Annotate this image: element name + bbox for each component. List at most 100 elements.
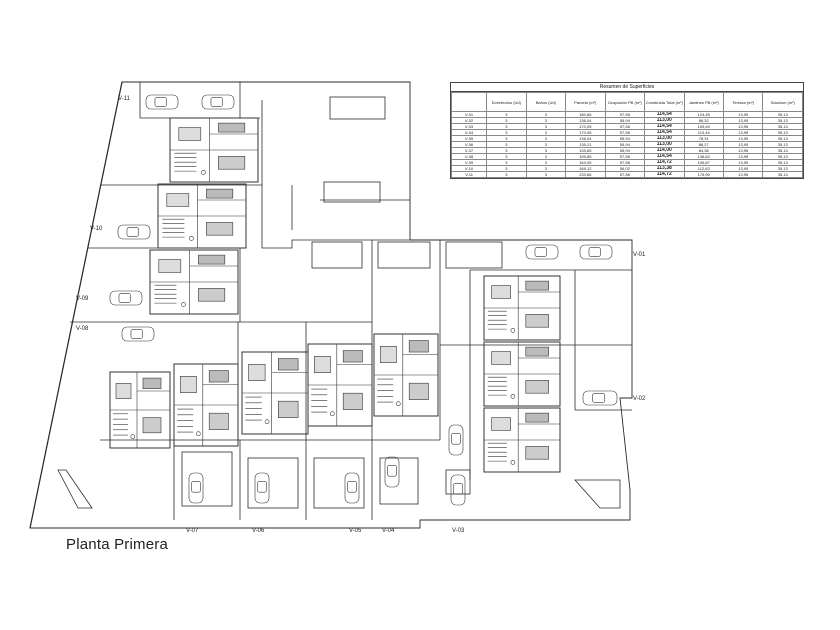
table-header-7: Terraza (m²): [722, 92, 764, 112]
bed: [525, 346, 549, 357]
table-header-1: Dormitorios (Ud): [486, 92, 527, 112]
car-roof: [210, 97, 223, 107]
bed: [380, 345, 397, 363]
bed: [248, 363, 266, 381]
bed: [166, 193, 190, 207]
unit-label: V-09: [76, 296, 89, 302]
terrace: [247, 457, 299, 509]
fixture: [181, 302, 186, 307]
terrace: [181, 451, 233, 507]
fixture: [196, 431, 201, 437]
bed: [158, 259, 182, 273]
car-icon: [582, 390, 618, 406]
bed: [208, 412, 229, 430]
car-roof: [126, 227, 139, 237]
bed: [408, 382, 429, 400]
fixture: [510, 460, 516, 465]
car-roof: [118, 293, 131, 303]
plot-line: [100, 184, 410, 249]
table-header-5: Construida Total (m²): [644, 92, 685, 112]
bed: [491, 417, 511, 431]
car-roof: [154, 97, 167, 107]
car-icon: [188, 472, 204, 504]
house-plans: [109, 117, 561, 473]
page-title: Planta Primera: [66, 536, 169, 553]
car-icon: [117, 224, 151, 240]
table-header-6: Jardines PB (m²): [683, 92, 725, 112]
bed: [525, 380, 549, 394]
car-roof: [588, 247, 601, 257]
bed: [525, 314, 549, 328]
unit-label: V-10: [90, 226, 103, 232]
bed: [198, 288, 226, 302]
bed: [115, 383, 132, 399]
table-title: Resumen de Superficies: [451, 83, 803, 92]
table-cell: 35,13: [762, 171, 803, 178]
garden-wedge: [574, 479, 621, 509]
terrace: [311, 241, 363, 269]
unit-labels: V-01V-02V-03V-04V-05V-06V-07V-08V-09V-10…: [76, 96, 646, 534]
car-roof: [534, 247, 547, 257]
bed: [206, 188, 234, 199]
car-roof: [451, 433, 461, 445]
terrace: [379, 457, 419, 505]
bed: [178, 127, 202, 141]
table-cell: 13,95: [722, 171, 764, 178]
table-cell: 3: [525, 171, 567, 178]
terrace: [445, 241, 503, 269]
car-icon: [450, 474, 466, 506]
car-icon: [448, 424, 464, 456]
car-roof: [387, 465, 397, 477]
bed: [408, 340, 429, 353]
bed: [491, 351, 511, 365]
bed: [342, 392, 363, 410]
garden-wedge: [57, 469, 93, 509]
bed: [142, 377, 162, 390]
table-header-3: Parcela (m²): [565, 92, 606, 112]
car-roof: [453, 483, 463, 495]
fixture: [264, 419, 270, 425]
bed: [218, 156, 246, 170]
fixture: [396, 401, 401, 407]
fixture: [201, 170, 206, 175]
car-icon: [145, 94, 179, 110]
bed: [525, 280, 549, 291]
unit-label: V-06: [252, 528, 265, 534]
table-header-8: Solarium (m²): [762, 92, 803, 112]
bed: [342, 350, 363, 363]
fixture: [510, 394, 516, 399]
car-icon: [579, 244, 613, 260]
fixture: [330, 411, 335, 417]
table-cell: 57,58: [604, 171, 646, 178]
unit-label: V-03: [452, 528, 465, 534]
unit-label: V-04: [382, 528, 395, 534]
car-roof: [347, 481, 357, 493]
bed: [525, 412, 549, 423]
bed: [277, 358, 299, 371]
fixture: [189, 236, 194, 241]
table-header-row: Dormitorios (Ud)Baños (Ud)Parcela (m²)Oc…: [450, 92, 803, 112]
terrace: [313, 457, 365, 509]
unit-label: V-05: [349, 528, 362, 534]
bed: [525, 446, 549, 460]
car-icon: [109, 290, 143, 306]
bed: [491, 285, 511, 299]
unit-label: V-02: [633, 396, 646, 402]
table-cell: 233,66: [565, 171, 606, 178]
car-icon: [384, 456, 400, 488]
bed: [314, 355, 331, 373]
table-cell: V-11: [450, 171, 488, 178]
table-cell: 3: [486, 171, 527, 178]
car-icon: [254, 472, 270, 504]
table-cell: 176,90: [683, 171, 725, 178]
car-roof: [130, 329, 143, 339]
bed: [218, 122, 246, 133]
car-icon: [344, 472, 360, 504]
unit-label: V-08: [76, 326, 89, 332]
car-icon: [525, 244, 559, 260]
unit-label: V-01: [633, 252, 646, 258]
fixture: [130, 434, 136, 439]
